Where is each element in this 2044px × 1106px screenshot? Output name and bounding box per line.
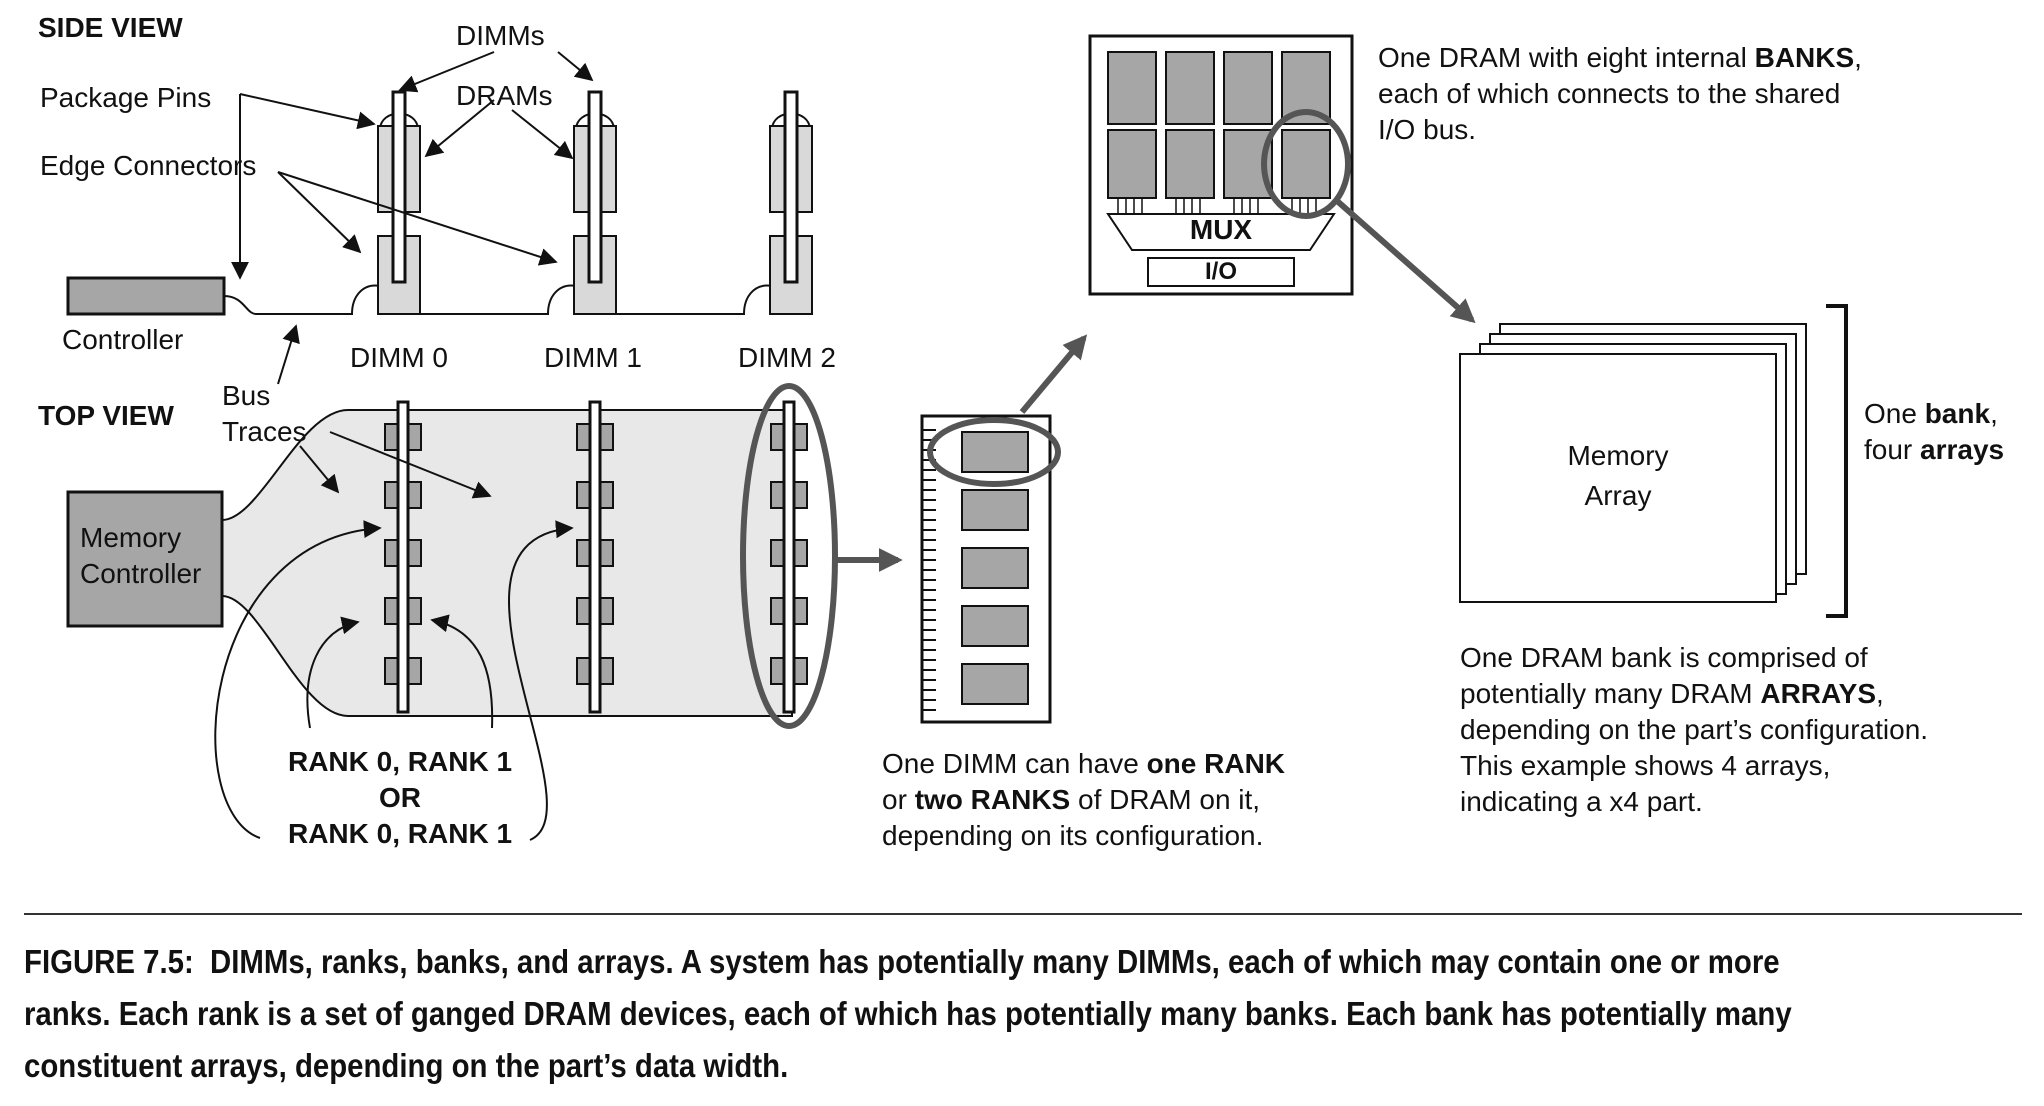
io-label: I/O (1204, 258, 1237, 285)
side-view (66, 51, 813, 385)
memory-controller-label-line2: Controller (80, 558, 202, 589)
dimm-detail-line2: or two RANKS of DRAM on it, (882, 784, 1261, 815)
package-pins-label: Package Pins (40, 82, 212, 113)
bank-bracket (1826, 304, 1848, 618)
top-view (66, 383, 903, 841)
memory-controller-label-line1: Memory (80, 522, 182, 553)
mux-label: MUX (1189, 214, 1253, 245)
dram-highlight (927, 417, 1061, 487)
traces-label: Traces (222, 416, 307, 447)
dimm-detail-dram-2 (961, 547, 1029, 589)
side-view-title: SIDE VIEW (38, 12, 183, 43)
dimm-detail-dram-1 (961, 489, 1029, 531)
bank-to-array-arrow (1334, 197, 1476, 324)
dram-description-line2: each of which connects to the shared (1378, 78, 1841, 109)
figure-label: FIGURE 7.5: (24, 943, 194, 980)
dimm-0-board (391, 90, 407, 284)
figure-caption: FIGURE 7.5: DIMMs, ranks, banks, and arr… (24, 936, 1804, 1092)
bus-label: Bus (222, 380, 271, 411)
dimm-detail-line1: One DIMM can have one RANK (882, 748, 1286, 779)
bank-description-line3: depending on the part’s configuration. (1460, 714, 1929, 745)
top-bus-traces (221, 409, 793, 717)
bank-description-line5: indicating a x4 part. (1460, 786, 1703, 817)
dimm-detail-line3: depending on its configuration. (882, 820, 1264, 851)
dimms-label: DIMMs (456, 20, 545, 51)
memory-controller-block (66, 490, 224, 628)
dram-to-chip-arrow (1019, 334, 1088, 414)
rank-label-line1: RANK 0, RANK 1 (287, 746, 513, 777)
bank-description-line1: One DRAM bank is comprised of (1460, 642, 1868, 673)
memory-array-label-line2: Array (1584, 480, 1652, 511)
bank-highlight (1261, 109, 1351, 219)
rank-arrows (214, 520, 574, 841)
dimm-1-label: DIMM 1 (544, 342, 642, 373)
mux-block (1106, 213, 1336, 251)
caption-text: DIMMs, ranks, banks, and arrays. A syste… (24, 943, 1792, 1084)
top-dimm-strips (384, 400, 808, 714)
dimm-detail-dram-4 (961, 663, 1029, 705)
caption-divider (24, 913, 2022, 915)
rank-label-line2: RANK 0, RANK 1 (287, 818, 513, 849)
rank-label-or: OR (379, 782, 421, 813)
bank-description-line2: potentially many DRAM ARRAYS, (1460, 678, 1884, 709)
dram-description-line3: I/O bus. (1378, 114, 1477, 145)
bus-trace-pointers (299, 431, 492, 499)
dimm-2-highlight (740, 383, 838, 729)
dimm-2-board (783, 90, 799, 284)
dimm-detail-dram-3 (961, 605, 1029, 647)
dimm-2-label: DIMM 2 (738, 342, 836, 373)
dimm-1-board (587, 90, 603, 284)
side-bus-trace (223, 284, 791, 315)
dimm-0-label: DIMM 0 (350, 342, 448, 373)
dram-banks (1107, 51, 1331, 199)
dimm-detail (920, 334, 1088, 724)
memory-arrays (1459, 304, 1848, 618)
edge-connectors-label: Edge Connectors (40, 150, 257, 181)
io-block (1147, 257, 1295, 287)
top-view-title: TOP VIEW (38, 400, 174, 431)
controller-label: Controller (62, 324, 184, 355)
memory-array-front (1459, 353, 1777, 603)
dram-chip (1088, 34, 1476, 324)
memory-array-label-line1: Memory (1567, 440, 1669, 471)
side-view-pointers (231, 51, 594, 385)
bracket-label-line2: four arrays (1864, 434, 2005, 465)
dimm-detail-dram-0 (961, 431, 1029, 473)
drams-label: DRAMs (456, 80, 553, 111)
bracket-label-line1: One bank, (1864, 398, 1998, 429)
bank-description-line4: This example shows 4 arrays, (1460, 750, 1831, 781)
dram-description-line1: One DRAM with eight internal BANKS, (1378, 42, 1862, 73)
dimm-rank-bank-diagram (66, 34, 1848, 841)
controller-block (66, 276, 226, 316)
bank-wires (1117, 198, 1317, 214)
